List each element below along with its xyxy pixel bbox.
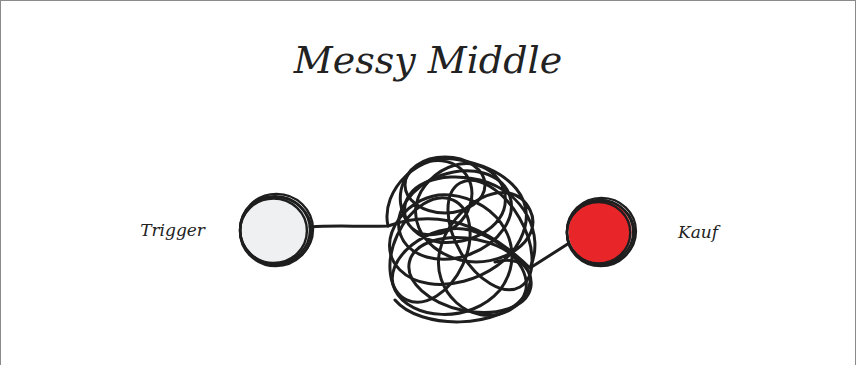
circle-node: Trigger: [237, 192, 313, 268]
diagram-title: Messy Middle: [0, 38, 856, 82]
scribble-circle: [237, 192, 313, 268]
node-label: Trigger: [140, 220, 205, 240]
circle-node: Kauf: [564, 196, 636, 268]
connector-line: [310, 219, 569, 268]
node-label: Kauf: [678, 222, 718, 242]
scribble-circle: [564, 196, 636, 268]
